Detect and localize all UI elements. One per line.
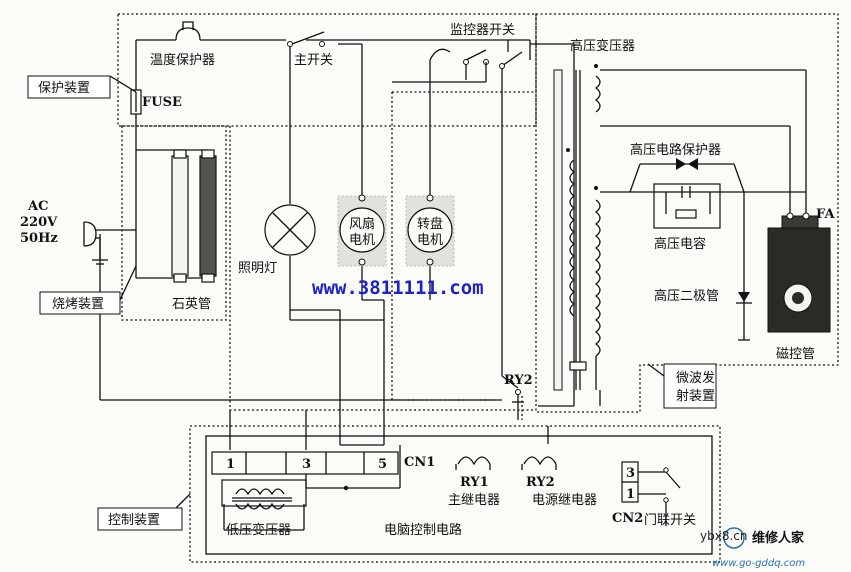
fan-motor <box>337 194 387 267</box>
cn1-pin5: 5 <box>378 457 387 472</box>
hv-capacitor <box>653 183 721 229</box>
fuse-label: FUSE <box>142 95 182 110</box>
label-boxes <box>27 75 717 531</box>
ry2-desc: 电源继电器 <box>532 493 597 508</box>
door-switch-label: 门联开关 <box>644 513 696 528</box>
computer-control-label: 电脑控制电路 <box>384 522 462 538</box>
magnetron-label: 磁控管 <box>776 347 815 362</box>
fa-label: FA <box>816 207 835 222</box>
main-switch-label: 主开关 <box>294 53 333 68</box>
control-label-box <box>97 507 183 531</box>
cn2-label: CN2 <box>612 511 643 526</box>
hv-diode-label: 高压二极管 <box>654 288 719 304</box>
hv-diode <box>736 292 752 341</box>
lamp-symbol <box>264 204 316 256</box>
hv-circuit-protector <box>676 158 698 170</box>
ac-voltage-label: 220V <box>20 215 58 230</box>
ry1-desc: 主继电器 <box>448 493 500 508</box>
ac-plug <box>83 221 136 265</box>
hv-capacitor-label: 高压电容 <box>654 236 706 252</box>
hv-transformer <box>553 64 601 391</box>
ac-label: AC <box>27 199 48 214</box>
watermark-site1: ybx8.cn <box>700 529 747 543</box>
quartz-tube-label: 石英管 <box>172 297 211 312</box>
turntable-motor <box>405 194 455 267</box>
pointer-microwave <box>647 363 665 377</box>
protect-label-box <box>27 75 111 99</box>
ry2-label: RY2 <box>526 475 555 490</box>
microwave-label-box <box>663 363 717 409</box>
cn2-pin3: 3 <box>626 466 635 481</box>
watermark-url: www.3811111.com <box>312 277 484 299</box>
fan-motor-label-2: 电机 <box>349 233 375 248</box>
control-inner <box>205 435 713 555</box>
turntable-motor-label-1: 转盘 <box>417 216 443 232</box>
watermark-site2: 维修人家 <box>752 530 805 546</box>
wiring <box>99 31 807 531</box>
cn1-pin1: 1 <box>226 457 235 472</box>
magnetron <box>767 212 831 333</box>
pointer-protect <box>109 75 137 93</box>
thermal-protector-label: 温度保护器 <box>150 52 215 68</box>
low-voltage-transformer-label: 低压变压器 <box>226 522 291 538</box>
grill-label-box <box>39 291 121 315</box>
cn2-pin1: 1 <box>626 487 635 502</box>
protect-device-boundary <box>117 13 537 127</box>
grill-device-label: 烧烤装置 <box>52 297 104 312</box>
pointer-grill <box>119 265 137 301</box>
thermal-protector <box>175 21 201 41</box>
microwave-device-label-1: 微波发 <box>676 370 715 386</box>
control-device-label: 控制装置 <box>108 513 160 528</box>
lamp-label: 照明灯 <box>238 261 277 276</box>
cn1-label: CN1 <box>404 455 435 470</box>
ry2-top-label: RY2 <box>504 373 533 388</box>
turntable-motor-label-2: 电机 <box>417 233 443 248</box>
logo-icon <box>723 527 745 549</box>
fuse-symbol <box>130 89 142 115</box>
protect-device-label: 保护装置 <box>38 81 90 96</box>
hv-transformer-label: 高压变压器 <box>570 38 635 54</box>
monitor-switch-label: 监控器开关 <box>450 23 515 38</box>
hv-circuit-protector-label: 高压电路保护器 <box>630 142 721 158</box>
watermark-site3: www.go-gddq.com <box>712 558 805 569</box>
cn1-pin3: 3 <box>302 457 311 472</box>
microwave-boundary <box>535 13 839 413</box>
watermark-logo: ybx8.cn 维修人家 www.go-gddq.com <box>700 527 805 569</box>
ac-freq-label: 50Hz <box>20 231 58 246</box>
fan-motor-label-1: 风扇 <box>349 216 375 232</box>
quartz-tubes <box>171 149 217 283</box>
microwave-device-label-2: 射装置 <box>676 388 715 404</box>
ry1-label: RY1 <box>460 475 489 490</box>
